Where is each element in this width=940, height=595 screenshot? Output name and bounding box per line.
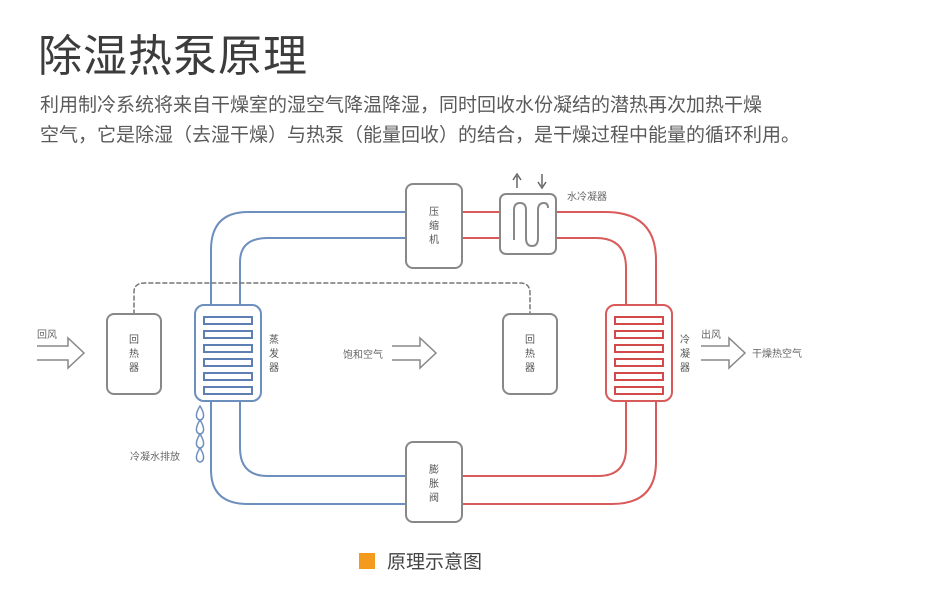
hot-pipe-top-inner [461, 237, 627, 305]
water-condenser-coil [513, 201, 549, 248]
evaporator-fins [203, 316, 253, 395]
heat-recovery-left-char-1: 回 [129, 334, 139, 346]
return-air-label: 回风 [37, 329, 57, 341]
water-drop-icon [195, 404, 205, 463]
condenser-char-3: 器 [680, 362, 690, 374]
cold-pipe-inner [239, 237, 407, 305]
description-line-2: 空气，它是除湿（去湿干燥）与热泵（能量回收）的结合，是干燥过程中能量的循环利用。 [40, 124, 801, 146]
figure-caption: 原理示意图 [359, 547, 482, 574]
cold-pipe-bottom-inner [239, 401, 407, 477]
arrow-up-icon [512, 172, 522, 188]
compressor-char-1: 压 [429, 206, 439, 218]
arrow-right-icon [701, 336, 747, 370]
evaporator-char-2: 发 [269, 347, 279, 360]
caption-text: 原理示意图 [387, 551, 483, 573]
heat-recovery-right-box [502, 313, 558, 395]
arrow-down-icon [537, 174, 547, 190]
saturated-air-label: 饱和空气 [343, 348, 383, 361]
cold-pipe-bottom-outer [210, 401, 407, 505]
condensate-drain-label: 冷凝水排放 [130, 450, 180, 463]
heat-recovery-right-char-1: 回 [525, 334, 535, 346]
condenser-char-2: 凝 [680, 348, 690, 360]
heat-recovery-left-box [106, 313, 162, 395]
condenser-fins [614, 316, 664, 395]
page-title: 除湿热泵原理 [38, 31, 308, 82]
cold-pipe-outer [210, 211, 407, 305]
evaporator-char-3: 器 [269, 362, 279, 374]
expansion-valve-char-2: 胀 [429, 478, 439, 490]
arrow-right-icon [37, 336, 86, 370]
compressor-box [405, 183, 463, 269]
evaporator-char-1: 蒸 [269, 334, 279, 346]
heat-recovery-right-char-3: 器 [525, 362, 535, 374]
compressor-char-3: 机 [429, 233, 439, 246]
water-condenser-label: 水冷凝器 [567, 190, 607, 203]
hot-pipe-bottom-outer [461, 401, 657, 505]
outlet-air-label: 出风 [701, 328, 721, 341]
description-line-1: 利用制冷系统将来自干燥室的湿空气降温降湿，同时回收水份凝结的潜热再次加热干燥 [40, 94, 763, 116]
description: 利用制冷系统将来自干燥室的湿空气降温降湿，同时回收水份凝结的潜热再次加热干燥 空… [40, 90, 920, 150]
condenser-char-1: 冷 [680, 333, 690, 346]
compressor-char-2: 缩 [429, 219, 439, 232]
expansion-valve-box [405, 441, 463, 523]
expansion-valve-char-1: 膨 [429, 463, 439, 476]
caption-marker [359, 552, 375, 569]
arrow-right-icon [392, 336, 438, 370]
heat-recovery-right-char-2: 热 [525, 347, 535, 360]
hot-pipe-bottom-inner [461, 401, 627, 477]
heat-recovery-left-char-3: 器 [129, 362, 139, 374]
hot-pipe-top-outer [461, 211, 657, 305]
heat-recovery-left-char-2: 热 [129, 347, 139, 360]
heat-recovery-link [133, 282, 531, 315]
dry-hot-air-label: 干燥热空气 [752, 347, 802, 360]
expansion-valve-char-3: 阀 [429, 491, 439, 504]
